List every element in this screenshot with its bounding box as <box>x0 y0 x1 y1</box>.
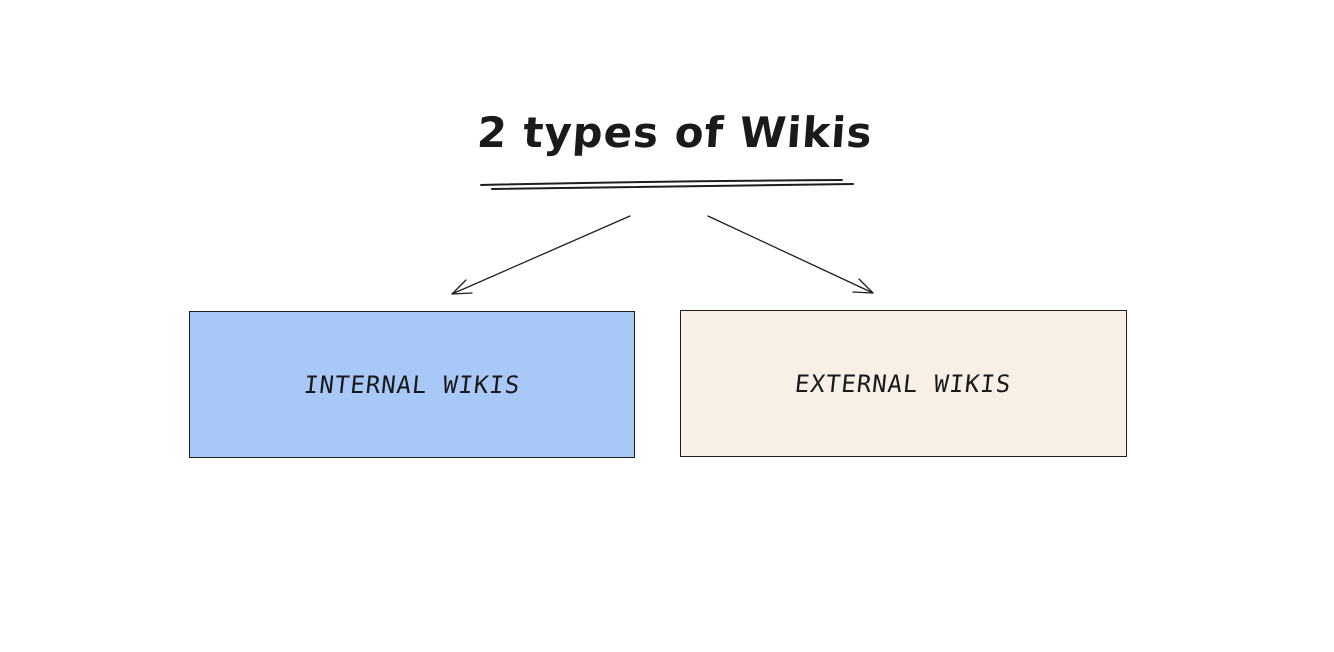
internal-wikis-box: INTERNAL WIKIS <box>189 311 635 458</box>
external-wikis-label: EXTERNAL WIKIS <box>793 369 1014 398</box>
title-underline <box>480 179 843 186</box>
title-underline-second <box>491 183 854 190</box>
diagram-title: 2 types of Wikis <box>475 108 875 157</box>
external-wikis-box: EXTERNAL WIKIS <box>680 310 1127 457</box>
internal-wikis-label: INTERNAL WIKIS <box>302 370 522 399</box>
arrow-to-external <box>707 215 874 294</box>
arrow-to-internal <box>451 215 631 295</box>
arrow-to-external-head <box>852 278 874 294</box>
arrow-to-internal-head <box>451 279 473 295</box>
